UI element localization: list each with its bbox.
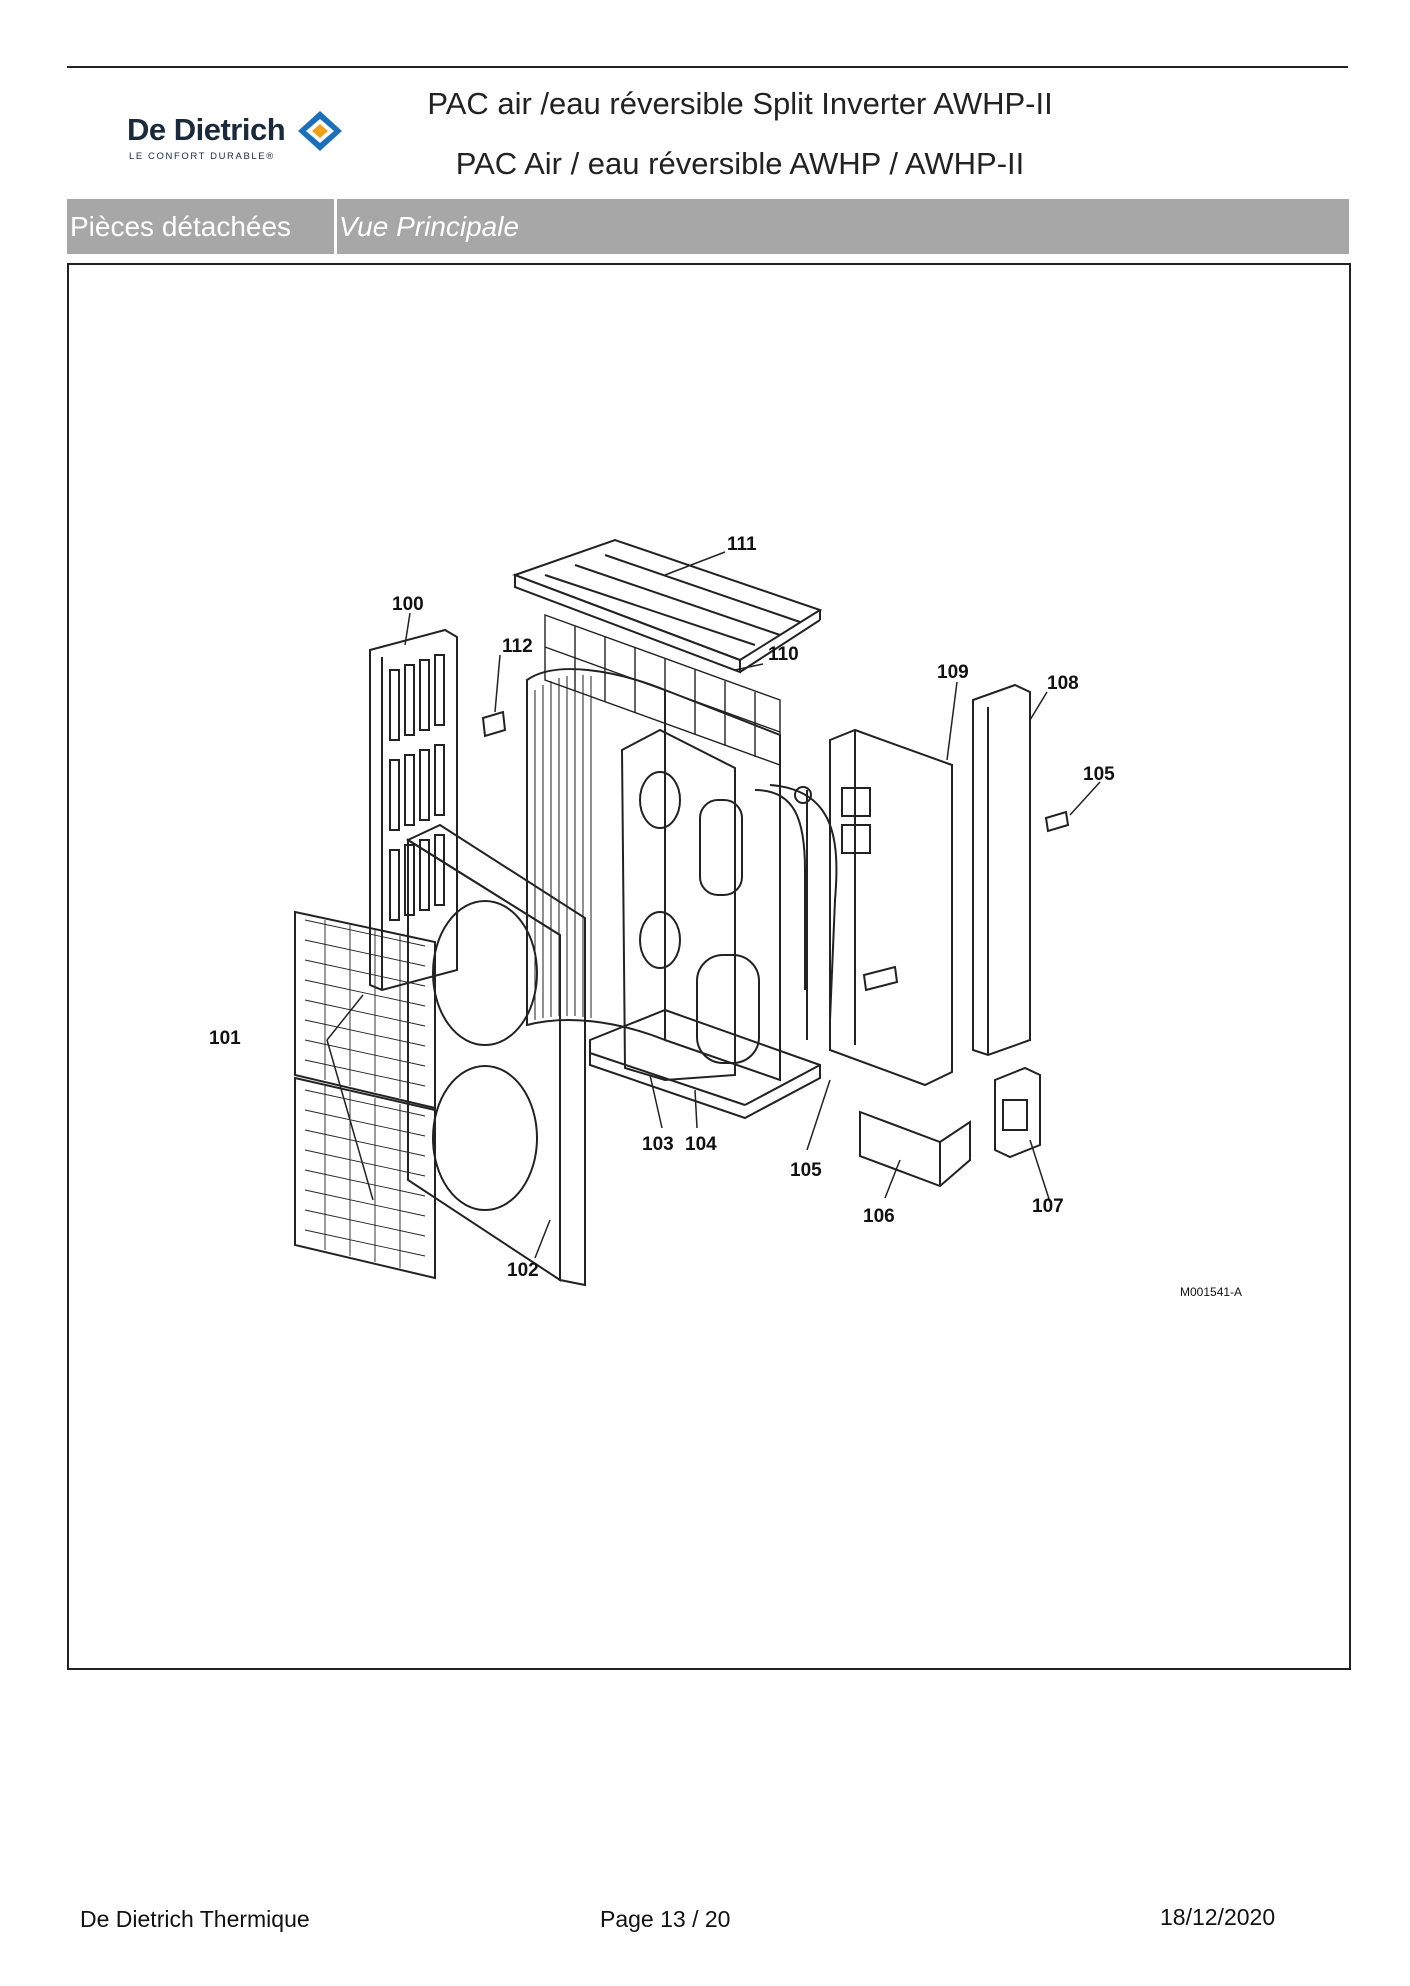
part-105-handles <box>862 810 1070 992</box>
section-view-title: Vue Principale <box>339 211 520 242</box>
brand-logo: De Dietrich LE CONFORT DURABLE® <box>125 108 342 166</box>
footer-date: 18/12/2020 <box>1160 1904 1276 1930</box>
part-102-front-panel <box>405 823 586 1287</box>
footer-company: De Dietrich Thermique <box>80 1906 310 1932</box>
callout-108: 108 <box>1047 673 1079 694</box>
diagram-frame <box>67 263 1351 1670</box>
callout-111: 111 <box>727 534 757 555</box>
document-title-line2: PAC Air / eau réversible AWHP / AWHP-II <box>455 146 1025 181</box>
leader-lines <box>326 551 1101 1259</box>
base-tray <box>589 1008 821 1120</box>
brand-tagline: LE CONFORT DURABLE® <box>129 151 275 162</box>
part-108-corner-column <box>972 683 1031 1057</box>
callout-107: 107 <box>1032 1196 1064 1217</box>
callout-110: 110 <box>768 644 799 665</box>
section-category-cell: Pièces détachées <box>67 199 337 254</box>
section-header-bar: Pièces détachées Vue Principale <box>67 199 1349 254</box>
callout-105-top: 105 <box>1083 764 1115 785</box>
part-100-side-panel <box>369 628 458 992</box>
callout-102: 102 <box>507 1260 539 1281</box>
callout-106: 106 <box>863 1206 895 1227</box>
part-109-right-side-panel <box>829 728 953 1087</box>
callout-104: 104 <box>685 1134 717 1155</box>
internal-partition-and-compressor <box>620 728 838 1082</box>
brand-diamond-icon <box>298 111 342 151</box>
callout-101: 101 <box>209 1028 241 1049</box>
callout-109: 109 <box>937 662 969 683</box>
diagram-reference: M001541-A <box>1180 1285 1242 1299</box>
callout-103: 103 <box>642 1134 674 1155</box>
brand-name: De Dietrich <box>127 112 286 147</box>
document-title-line1: PAC air /eau réversible Split Inverter A… <box>427 86 1053 121</box>
callout-100: 100 <box>392 594 424 615</box>
callout-112: 112 <box>502 636 533 657</box>
part-107-service-cover <box>994 1066 1041 1159</box>
exploded-view-diagram: 111 100 112 110 109 108 105 101 102 103 … <box>209 534 1242 1299</box>
part-112-clip <box>481 710 507 738</box>
part-111-top-cover <box>512 538 823 674</box>
part-101-front-grilles <box>294 910 436 1280</box>
section-category: Pièces détachées <box>70 211 292 242</box>
callout-105-bottom: 105 <box>790 1160 822 1181</box>
footer-page-number: Page 13 / 20 <box>600 1906 731 1932</box>
callout-labels: 111 100 112 110 109 108 105 101 102 103 … <box>209 534 1242 1299</box>
header-divider <box>67 66 1348 68</box>
part-106-bottom-cover <box>859 1110 971 1188</box>
